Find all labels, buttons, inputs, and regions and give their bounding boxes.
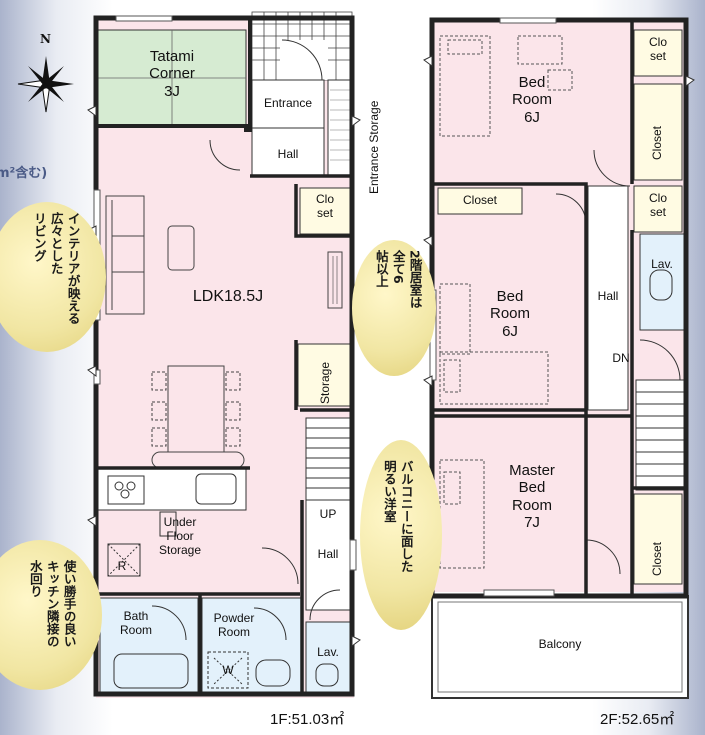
callout-bubble-bedrooms [352,240,436,376]
closet-2f-2-label: Closet [650,125,664,160]
closet-2f-5-label: Closet [650,541,664,576]
hall-2f-label: Hall [597,289,619,303]
callout-bubble-living [0,202,106,352]
callout-kitchen-text: 使い勝手の良い キッチン隣接の 水回り [27,560,77,648]
closet-1f-label: Clo set [315,192,334,220]
closet-2f-1-label: Clo set [648,35,667,63]
washer-label: W [222,663,234,677]
bath-room-label: Bath Room [119,609,152,637]
edge-text: m²含む) [0,166,48,181]
storage-label: Storage [318,361,332,404]
floor1-area: 1F:51.03㎡ [270,711,345,728]
stairs-2f [635,379,685,491]
closet-2f-3-label: Closet [462,193,497,207]
tatami-corner-label: Tatami Corner 3J [149,48,195,100]
entrance-label: Entrance [263,96,313,110]
floor2-area: 2F:52.65㎡ [600,711,675,728]
hall-1f-bottom-label: Hall [317,547,339,561]
callout-bedrooms-text: 2階居室は 全て6 帖以上 [373,250,423,309]
callout-bubble-balcony [360,440,442,630]
refrigerator-label: R [117,559,127,573]
callout-bubble-kitchen [0,540,102,690]
hall-1f-top-label: Hall [277,147,299,161]
sofa [105,195,343,315]
under-floor-storage-label: Under Floor Storage [158,515,202,557]
closet-2f-4-label: Clo set [648,191,667,219]
ldk-label: LDK18.5J [192,288,264,305]
compass-rose [17,56,74,113]
callout-balcony-text: バルコニーに面した 明るい洋室 [381,460,414,573]
stairs-down-label: DN [612,351,630,365]
master-bed-room-label: Master Bed Room 7J [509,462,555,531]
entrance-storage-label: Entrance Storage [367,100,381,194]
lav-1f-label: Lav. [317,645,339,659]
balcony-label: Balcony [538,637,582,651]
bed-room-2-label: Bed Room 6J [489,288,530,340]
lav-2f-label: Lav. [651,257,673,271]
callout-living-text: インテリアが映える 広々とした リビング [31,212,81,325]
compass-label: N [40,32,51,46]
stairs-up-label: UP [319,507,337,521]
bed-room-1-label: Bed Room 6J [511,74,552,126]
powder-room-label: Powder Room [213,611,255,639]
stairs-1f [305,417,351,501]
